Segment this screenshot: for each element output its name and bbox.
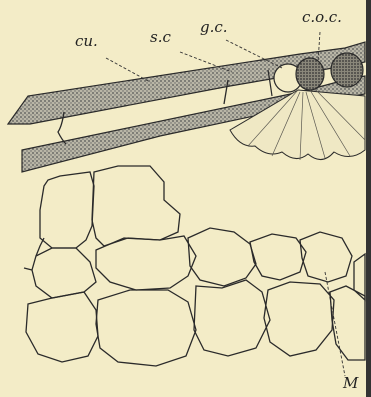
cell-mass (24, 166, 365, 366)
label-coc: c.o.c. (302, 10, 342, 25)
gland-cell-dark (296, 58, 324, 90)
label-m: M (343, 376, 358, 391)
label-sc: s.c (150, 30, 171, 45)
page-edge (366, 0, 371, 397)
organ-cell-right (331, 53, 363, 87)
fan-structure (230, 90, 365, 160)
label-gc: g.c. (200, 20, 228, 35)
label-cu: cu. (75, 34, 98, 49)
leader-cu (106, 58, 150, 82)
